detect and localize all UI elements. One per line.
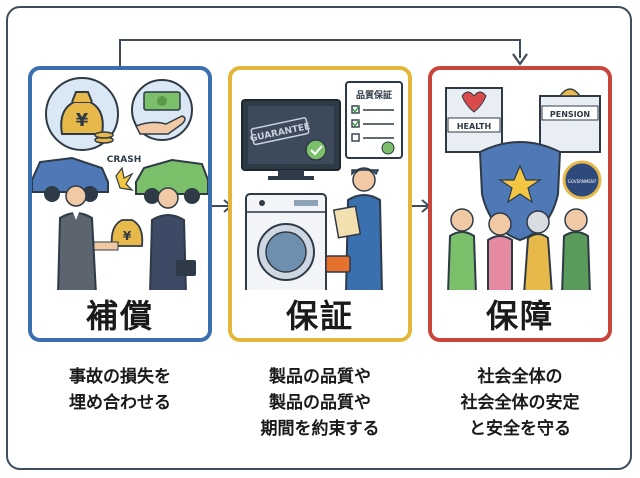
panel-compensation: ¥ CRASH ¥ 補償 — [28, 66, 212, 342]
technician-head — [352, 168, 376, 192]
government-seal-icon — [562, 160, 602, 200]
panel-title-compensation: 補償 — [32, 290, 208, 338]
man-head — [450, 208, 474, 232]
grandmother-head — [526, 210, 550, 234]
checklist-doc-icon — [345, 81, 403, 159]
businessman-right — [148, 214, 188, 294]
desc-security: 社会全体の 社会全体の安定 と安全を守る — [415, 364, 625, 442]
security-illustration: HEALTH PENSION GOVERNMENT — [445, 87, 602, 294]
checklist-title: 品質保証 — [356, 89, 392, 101]
crash-label: CRASH — [107, 155, 142, 165]
woman-figure — [487, 235, 513, 294]
desc-line: 社会全体の安定 — [460, 393, 580, 413]
grandmother-figure — [522, 233, 554, 294]
compensation-illustration: ¥ CRASH ¥ — [32, 77, 208, 294]
handover-bag-icon — [110, 219, 144, 247]
desc-guarantee: 製品の品質や 製品の品質や 期間を約束する — [215, 364, 425, 442]
toolbox-icon — [325, 255, 351, 273]
businessman-right-head — [157, 187, 179, 209]
briefcase-icon — [176, 260, 196, 276]
panel-guarantee: GUARANTEE 品質保証 保証 — [228, 66, 412, 342]
desc-line: 期間を約束する — [260, 419, 380, 439]
businessman-left-head — [65, 185, 87, 207]
pension-building-icon — [539, 95, 601, 153]
hand-icon — [134, 115, 186, 135]
guarantee-illustration: GUARANTEE 品質保証 — [241, 81, 403, 294]
desc-compensation: 事故の損失を 埋め合わせる — [15, 364, 225, 416]
desc-line: 製品の品質や — [269, 367, 371, 387]
panel-title-guarantee: 保証 — [232, 290, 408, 338]
panel-security: HEALTH PENSION GOVERNMENT 保障 — [428, 66, 612, 342]
crash-burst-icon — [115, 166, 134, 191]
desc-line: 埋め合わせる — [69, 393, 171, 413]
grandfather-head — [564, 208, 588, 232]
seal-label: GOVERNMENT — [568, 179, 597, 184]
panel-title-security: 保障 — [432, 290, 608, 338]
cap-icon — [351, 167, 380, 176]
check-badge-icon — [305, 139, 327, 161]
desc-line: 社会全体の — [477, 367, 563, 387]
desc-line: 製品の品質や — [269, 393, 371, 413]
pension-label: PENSION — [550, 110, 590, 119]
man-figure — [446, 231, 478, 294]
heart-icon — [461, 91, 487, 113]
clipboard-icon — [332, 205, 362, 239]
star-icon — [498, 164, 542, 204]
blue-car-icon — [32, 156, 109, 193]
businessman-left — [56, 212, 98, 294]
desc-line: 事故の損失を — [69, 367, 171, 387]
top-connector-arrowhead — [512, 53, 528, 66]
svg-text:¥: ¥ — [76, 110, 89, 131]
guarantee-stamp — [250, 117, 310, 146]
woman-head — [488, 212, 512, 236]
desc-line: と安全を守る — [469, 419, 571, 439]
grandfather-figure — [560, 231, 592, 294]
top-connector-line — [119, 39, 521, 66]
health-label: HEALTH — [457, 122, 491, 131]
svg-text:¥: ¥ — [123, 229, 132, 243]
